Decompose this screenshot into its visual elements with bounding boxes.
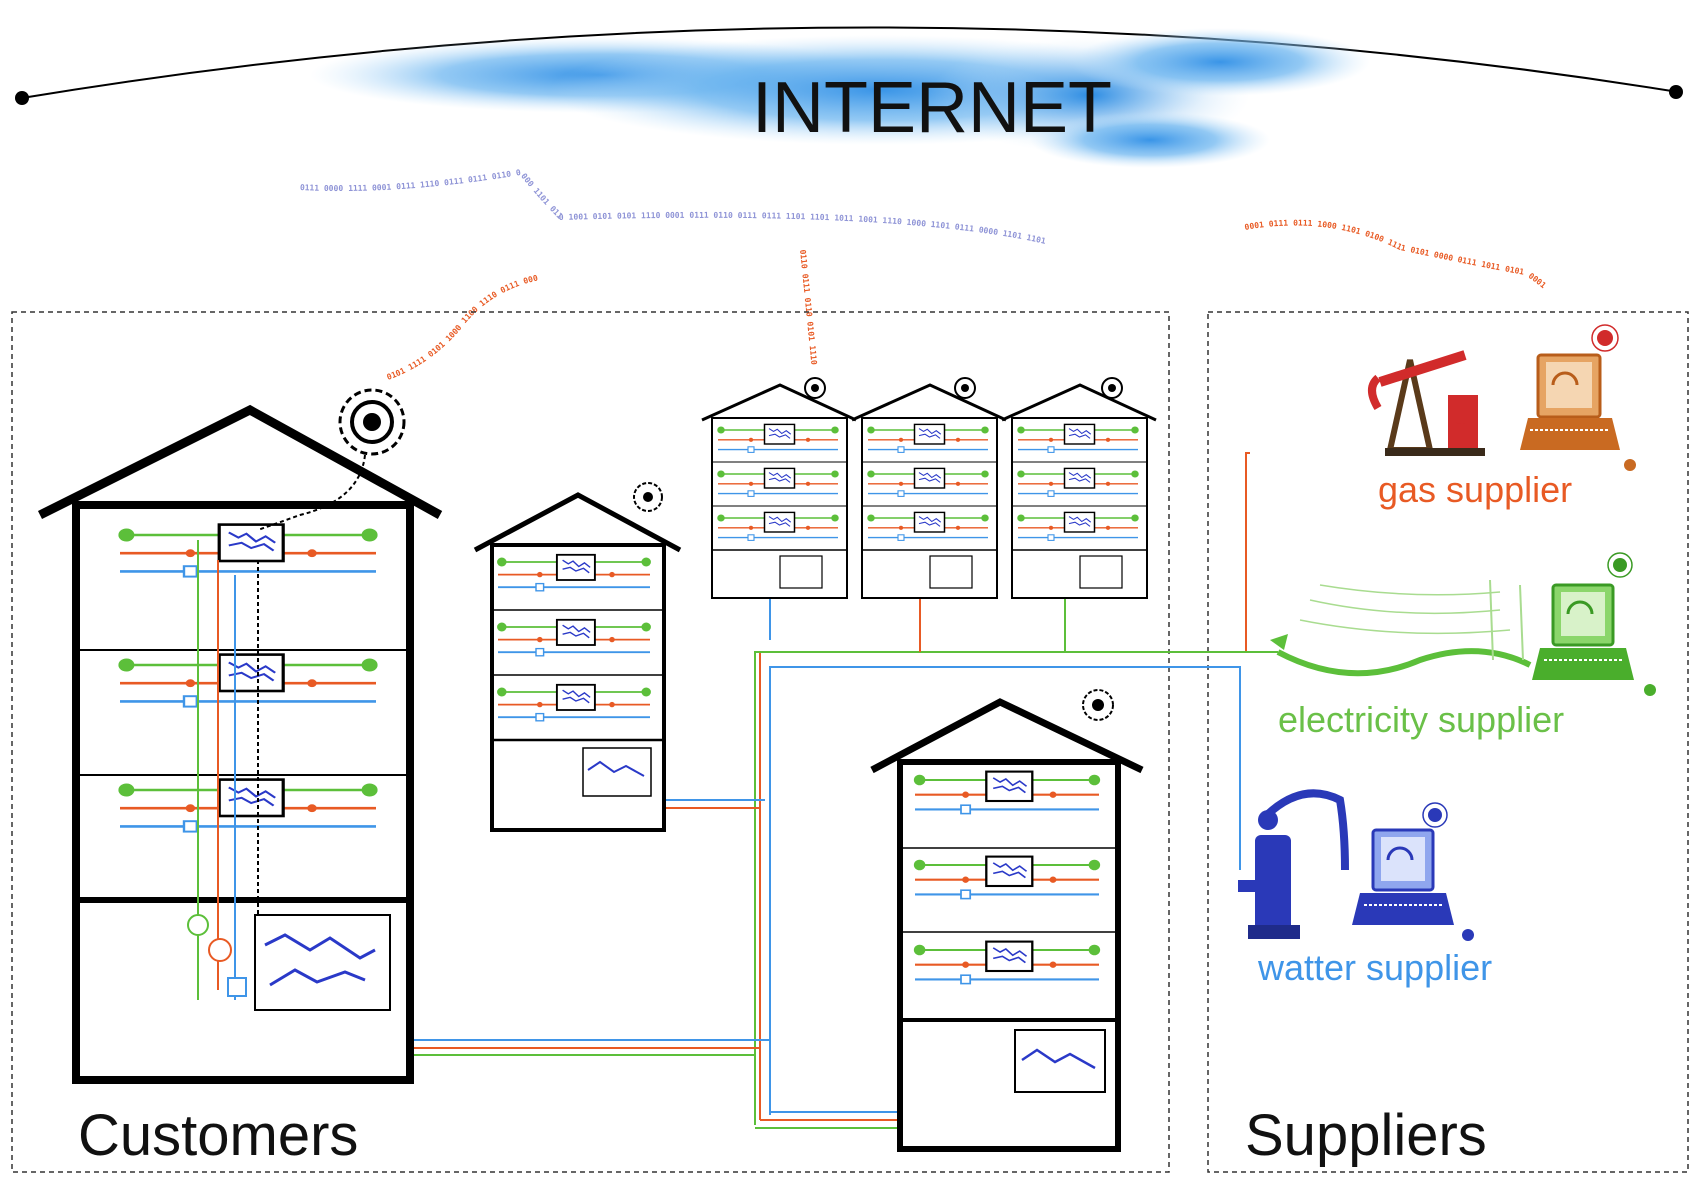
electricity-laptop-icon [1532, 552, 1656, 696]
suppliers-region [1207, 311, 1689, 1173]
apartment-block-3 [1001, 377, 1157, 599]
wind-power-icon [1270, 579, 1532, 677]
apartment-block-1 [701, 377, 857, 599]
customer-house-medium [473, 482, 682, 832]
gas-supplier-label: gas supplier [1378, 469, 1573, 510]
customer-house-small [870, 689, 1144, 1152]
oil-pump-icon [1368, 350, 1485, 456]
water-supplier-group [1238, 789, 1474, 941]
electricity-supplier-label: electricity supplier [1278, 699, 1565, 740]
water-supplier-label: watter supplier [1258, 947, 1493, 988]
customer-house-large [37, 388, 443, 1084]
gas-laptop-icon [1520, 324, 1636, 471]
water-pump-icon [1238, 789, 1349, 939]
suppliers-region-label: Suppliers [1245, 1103, 1487, 1168]
customers-region [11, 311, 1170, 1173]
internet-cloud [310, 28, 1370, 168]
water-laptop-icon [1352, 802, 1474, 941]
electricity-supplier-group [1270, 552, 1656, 696]
internet-arc [15, 26, 1683, 105]
data-stream-main: 0111 0000 1111 0001 0111 1110 0111 0111 … [300, 168, 1047, 246]
internet-title: INTERNET [752, 68, 1112, 148]
customers-region-label: Customers [78, 1103, 359, 1168]
data-stream-gas: 0001 0111 0111 1000 1101 0100 1111 0101 … [1244, 218, 1548, 290]
gas-supplier-group [1368, 324, 1636, 471]
apartment-block-2 [851, 377, 1007, 599]
